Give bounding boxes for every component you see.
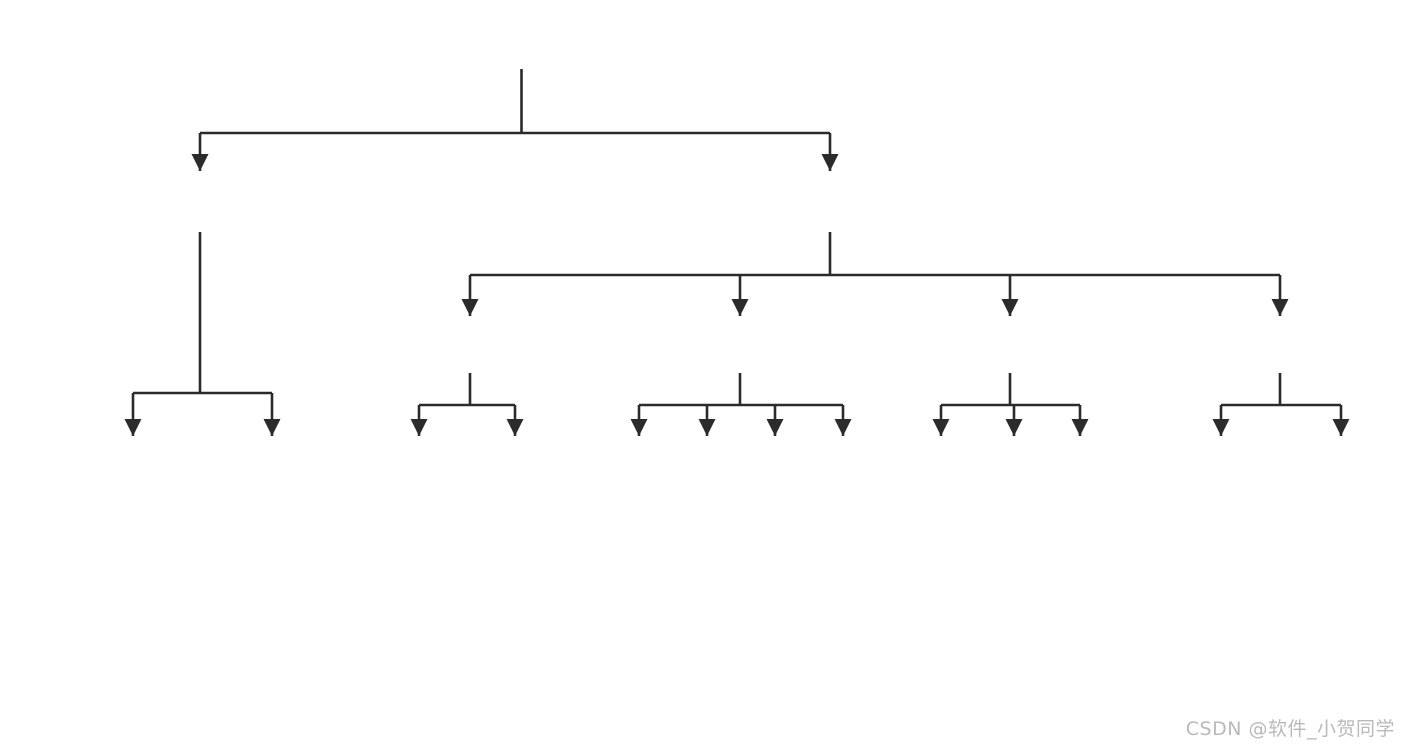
arrow-head-icon	[731, 299, 749, 316]
watermark-label: CSDN @软件_小贺同学	[1185, 718, 1395, 740]
arrow-head-icon	[932, 419, 950, 436]
arrow-head-icon	[191, 154, 209, 171]
arrow-head-icon	[766, 419, 784, 436]
arrow-head-icon	[506, 419, 524, 436]
arrow-head-icon	[1071, 419, 1089, 436]
arrow-head-icon	[1271, 299, 1289, 316]
arrow-head-icon	[821, 154, 839, 171]
connector-lines	[124, 69, 1350, 436]
arrow-head-icon	[461, 299, 479, 316]
arrow-head-icon	[698, 419, 716, 436]
arrow-head-icon	[1005, 419, 1023, 436]
arrow-head-icon	[263, 419, 281, 436]
arrow-head-icon	[1212, 419, 1230, 436]
arrow-head-icon	[630, 419, 648, 436]
arrow-head-icon	[1001, 299, 1019, 316]
arrow-head-icon	[834, 419, 852, 436]
arrow-head-icon	[410, 419, 428, 436]
arrow-head-icon	[1332, 419, 1350, 436]
arrow-head-icon	[124, 419, 142, 436]
